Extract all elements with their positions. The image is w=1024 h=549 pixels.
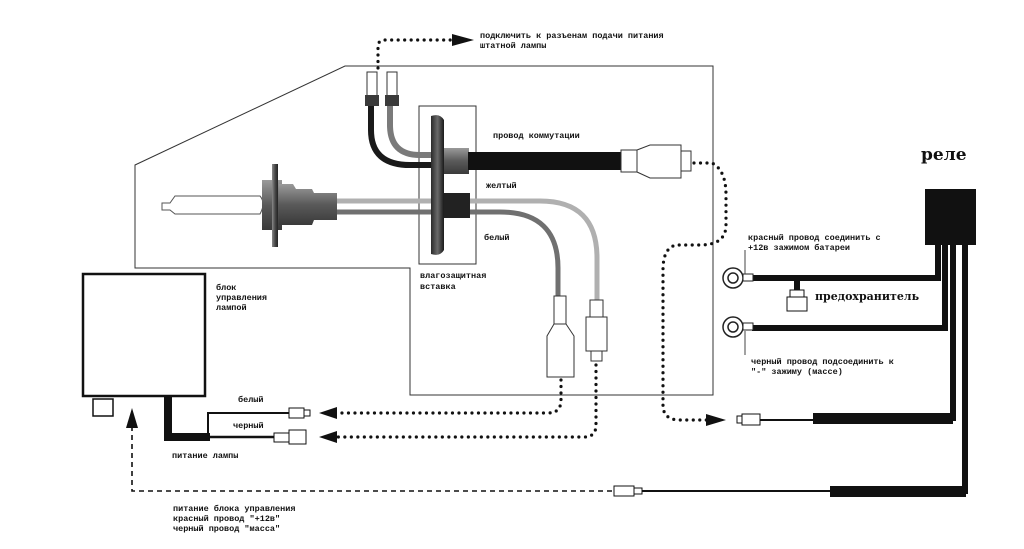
arrow-control-power-icon [126, 408, 138, 428]
label-red-wire-note-2: +12в зажимом батареи [748, 242, 850, 253]
waterproof-insert-frame [418, 105, 477, 265]
lamp-power-plug-white [288, 407, 311, 419]
arrow-black-icon [319, 431, 337, 443]
lamp-power-plug-black [273, 429, 307, 445]
dotted-route-black [333, 363, 598, 439]
label-connect-stock-1: подключить к разъенам подачи питания [480, 31, 664, 41]
label-waterproof-insert-1: влагозащитная [420, 271, 486, 281]
relay-trigger-cable [813, 413, 953, 424]
xenon-bulb [161, 164, 337, 247]
label-switch-wire: провод коммутации [493, 131, 580, 141]
control-power-plug [613, 485, 643, 497]
bulb-glass [161, 195, 264, 215]
bulb-wire-white [337, 209, 561, 300]
switch-wire-thick [468, 152, 623, 170]
label-control-power-2: красный провод "+12в" [173, 514, 280, 524]
bulb-body [279, 184, 337, 225]
dotted-route-white [333, 378, 563, 415]
switch-wire-grey [387, 105, 440, 158]
control-unit-box [81, 272, 207, 398]
label-waterproof-insert-2: вставка [420, 282, 456, 292]
switch-wire-black [368, 105, 440, 168]
relay-control-cable [830, 486, 966, 497]
label-connect-stock-2: штатной лампы [480, 41, 546, 51]
label-control-power-3: черный провод "масса" [173, 524, 280, 534]
label-black-wire: черный [233, 421, 264, 431]
label-yellow: желтый [486, 181, 517, 191]
battery-positive-terminal [722, 267, 754, 289]
dashed-route-control-power [131, 425, 612, 492]
seal-grommet-top [444, 148, 469, 174]
label-black-wire-note-1: черный провод подсоединить к [751, 357, 894, 367]
label-control-power-1: питание блока управления [173, 503, 295, 514]
arrow-stock-icon [452, 34, 474, 46]
bulb-wire-yellow [337, 198, 600, 300]
seal-grommet-bottom [444, 193, 470, 218]
headlight-housing-outline [134, 65, 714, 396]
lamp-power-white [207, 412, 290, 437]
bulb-flange [272, 164, 278, 247]
ground-terminal [722, 316, 754, 338]
label-control-unit-3: лампой [216, 303, 247, 313]
label-white-wire: белый [238, 394, 264, 405]
label-control-unit-1: блок [216, 282, 236, 293]
label-black-wire-note-2: "-" зажиму (массе) [751, 367, 843, 377]
label-white: белый [484, 232, 510, 243]
fuse [786, 281, 808, 312]
lamp-power-cable [164, 396, 210, 441]
relay-trigger-plug [736, 413, 761, 426]
stock-connector-pins [365, 71, 399, 106]
control-unit-connector [92, 398, 114, 417]
switch-wire-connector [620, 144, 692, 179]
arrow-relay-trigger-icon [706, 414, 726, 426]
label-lamp-power: питание лампы [172, 451, 238, 461]
waterproof-seal [431, 115, 444, 255]
label-fuse: предохранитель [815, 290, 920, 303]
bulb-connector-yellow [585, 299, 608, 362]
bulb-connector-white [546, 295, 575, 378]
dotted-route-relay-trigger [661, 161, 728, 422]
label-relay: реле [921, 145, 967, 165]
dotted-route-stock [376, 38, 457, 70]
label-control-unit-2: управления [216, 293, 267, 303]
relay-body [925, 189, 976, 245]
label-red-wire-note-1: красный провод соединить с [748, 233, 881, 243]
arrow-white-icon [319, 407, 337, 419]
